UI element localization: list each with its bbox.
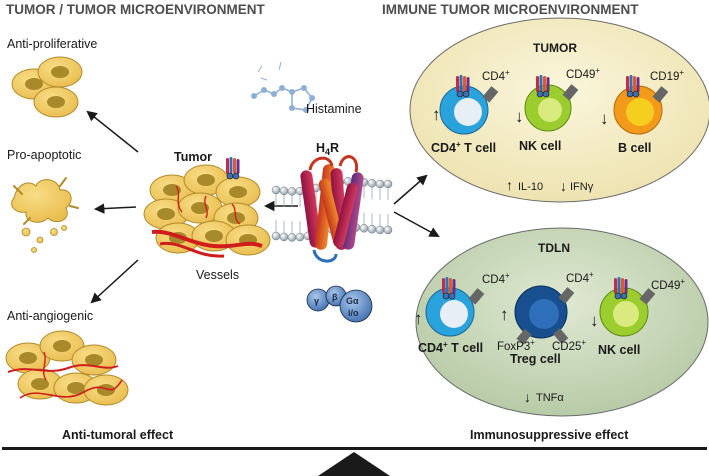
svg-text:CD19+: CD19+ (650, 68, 684, 83)
lipid-bead (279, 232, 289, 242)
tumor-b-cell: CD19+ ↓ B cell (600, 68, 684, 155)
vessels-label: Vessels (196, 268, 239, 282)
arrow-to-tumor-panel (393, 174, 428, 205)
tdln-cd4-t-cell: CD4+ ↑ CD4+ T cell (414, 271, 510, 355)
g-alpha-subunit (339, 289, 373, 323)
svg-text:CD4+: CD4+ (566, 270, 594, 285)
tumor-nk-cell: CD49+ ↓ NK cell (515, 66, 600, 153)
tdln-treg-cell: CD4+ ↑ FoxP3+ CD25+ Treg cell (497, 270, 594, 366)
histamine-molecule-icon (251, 61, 315, 114)
anti-proliferative-cells (11, 56, 83, 118)
tumor-panel-title: TUMOR (533, 41, 577, 55)
tumor-label: Tumor (174, 150, 212, 164)
lipid-bead (279, 186, 289, 196)
svg-text:CD4+: CD4+ (482, 271, 510, 286)
tumor-immune-panel: TUMOR CD4+ ↑ CD4+ T cell CD49+ ↓ NK cell (409, 17, 709, 203)
svg-text:γ: γ (314, 296, 319, 306)
lipid-bead (271, 185, 281, 195)
tdln-cd4-up-arrow-icon: ↑ (414, 309, 423, 328)
immunosuppressive-effect-label: Immunosuppressive effect (470, 428, 629, 442)
svg-text:FoxP3+: FoxP3+ (497, 338, 535, 353)
lipid-bead (271, 231, 281, 241)
arrow-to-pro-apoptotic (93, 203, 137, 214)
tdln-nk-down-arrow-icon: ↓ (590, 311, 599, 330)
svg-text:B cell: B cell (618, 141, 651, 155)
lipid-bead (383, 225, 393, 235)
apoptotic-cell (11, 177, 79, 253)
il10-label: IL-10 (518, 181, 543, 193)
anti-tumoral-effect-label: Anti-tumoral effect (62, 428, 174, 442)
pro-apoptotic-label: Pro-apoptotic (7, 148, 81, 162)
svg-text:i/o: i/o (348, 308, 359, 318)
lipid-bead (287, 187, 297, 196)
tdln-immune-panel: TDLN CD4+ ↑ CD4+ T cell CD4+ ↑ FoxP3+ CD… (414, 227, 709, 417)
tnfa-down-arrow-icon: ↓ (524, 389, 531, 405)
lipid-bead (359, 224, 369, 233)
tumor-cd4-t-cell: CD4+ ↑ CD4+ T cell (431, 68, 510, 155)
ifng-label: IFNγ (570, 181, 594, 193)
tdln-nk-cell: CD49+ ↓ NK cell (590, 276, 685, 357)
lipid-bead (367, 225, 377, 234)
h4r-receptor-icon: γ β Gα i/o (271, 155, 393, 323)
svg-text:CD49+: CD49+ (566, 66, 600, 81)
anti-angiogenic-label: Anti-angiogenic (7, 309, 93, 323)
tumor-cd4-up-arrow-icon: ↑ (432, 105, 441, 124)
svg-text:NK cell: NK cell (598, 343, 640, 357)
balance-fulcrum (318, 452, 390, 476)
lipid-bead (383, 179, 393, 189)
arrow-to-tdln-panel (393, 211, 440, 238)
svg-text:CD4+: CD4+ (482, 68, 510, 83)
lipid-bead (375, 179, 385, 189)
svg-text:CD4+ T cell: CD4+ T cell (431, 140, 496, 155)
tumor-nk-down-arrow-icon: ↓ (515, 107, 524, 126)
lipid-bead (295, 232, 305, 242)
lipid-bead (367, 179, 377, 188)
left-section-header: TUMOR / TUMOR MICROENVIRONMENT (6, 2, 265, 17)
svg-text:CD4+ T cell: CD4+ T cell (418, 340, 483, 355)
h4r-label: H4R (316, 141, 339, 157)
svg-text:CD49+: CD49+ (651, 277, 685, 292)
tumor-h4r-icon (225, 156, 240, 180)
balance-beam (2, 447, 707, 450)
histamine-label: Histamine (306, 102, 362, 116)
arrow-to-anti-angiogenic (90, 259, 139, 304)
tdln-treg-up-arrow-icon: ↑ (500, 305, 509, 324)
tdln-panel-title: TDLN (538, 241, 570, 255)
svg-text:β: β (332, 292, 338, 302)
lipid-bead (287, 233, 297, 242)
lipid-bead (375, 225, 385, 235)
arrow-to-anti-proliferative (86, 110, 139, 153)
tnfa-label: TNFα (536, 392, 564, 404)
anti-angiogenic-cells (5, 330, 129, 406)
svg-text:Treg cell: Treg cell (510, 352, 561, 366)
svg-text:NK cell: NK cell (519, 139, 561, 153)
il10-up-arrow-icon: ↑ (506, 177, 513, 193)
tumor-cluster (143, 156, 271, 258)
tumor-b-down-arrow-icon: ↓ (600, 109, 609, 128)
svg-text:CD25+: CD25+ (552, 338, 586, 353)
anti-proliferative-label: Anti-proliferative (7, 37, 97, 51)
ifng-down-arrow-icon: ↓ (560, 178, 567, 194)
svg-text:Gα: Gα (346, 296, 359, 306)
right-section-header: IMMUNE TUMOR MICROENVIRONMENT (382, 2, 639, 17)
